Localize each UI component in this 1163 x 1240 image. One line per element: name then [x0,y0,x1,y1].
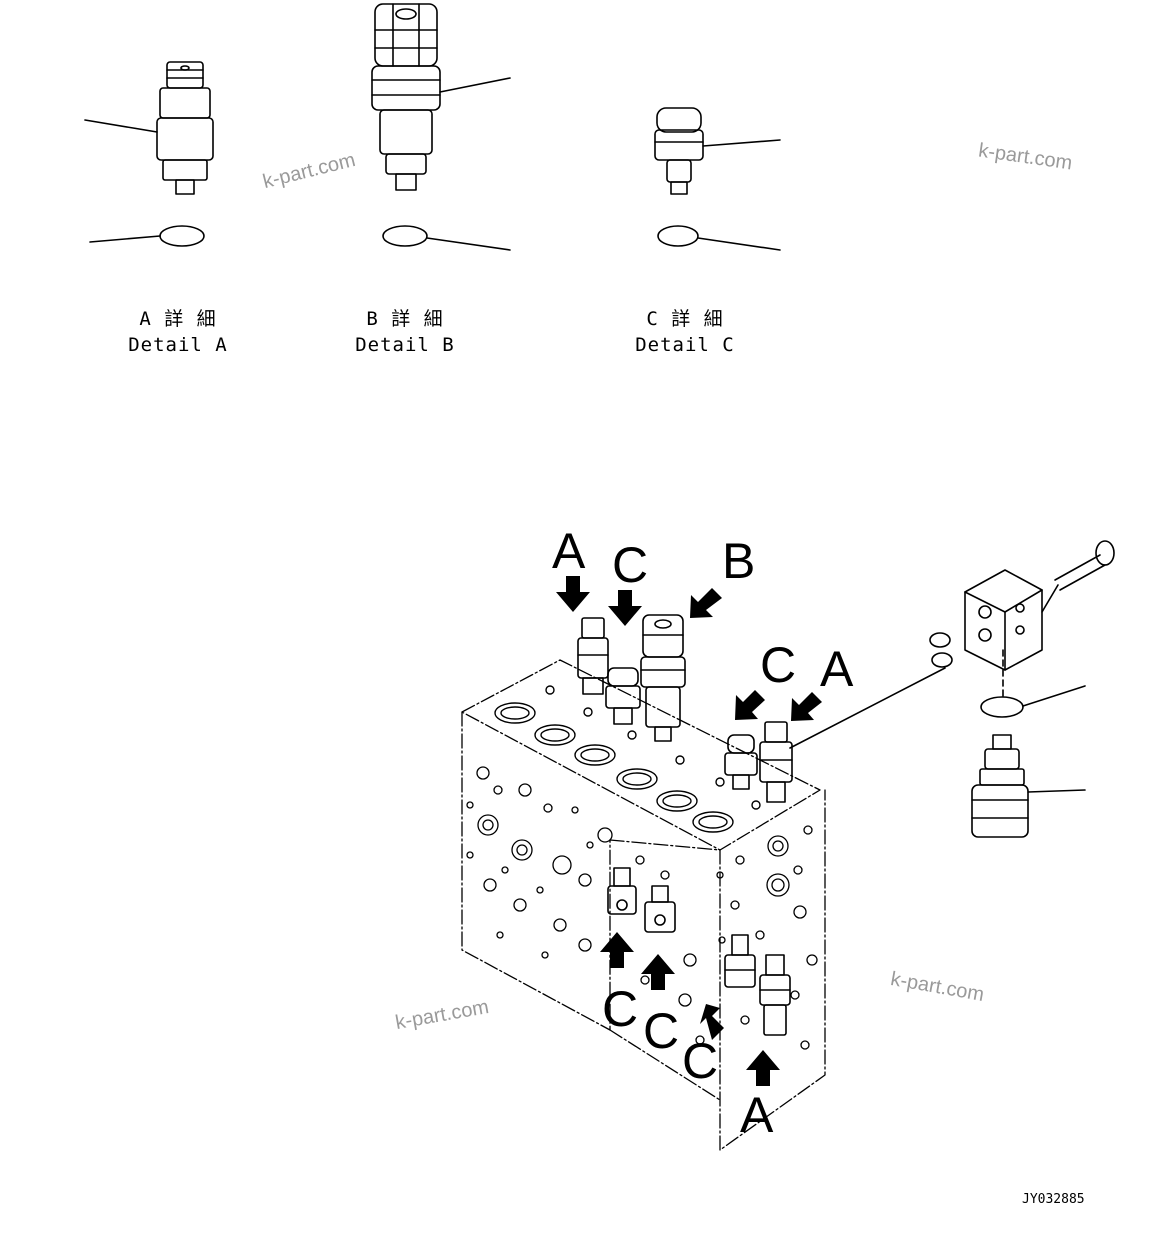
mounting-bolt [1041,540,1115,613]
block-plug-c-top [605,667,641,725]
flange-oring-1 [929,632,951,648]
block-valve-a-right [759,721,793,803]
arrow-c-top [608,590,642,626]
detail-b-label: B 詳 細 Detail B [345,306,465,358]
block-plug-c-side-3 [724,934,756,988]
leader-cartridge-oring [1022,685,1086,707]
detail-c-label: C 詳 細 Detail C [625,306,745,358]
arrow-a-low [746,1050,780,1086]
callout-c-low-2: C [643,1003,680,1059]
block-plug-c-side-2 [644,885,676,933]
cartridge-oring [980,696,1024,718]
detail-a-label: A 詳 細 Detail A [118,306,238,358]
detail-b-jp: B 詳 細 [366,308,444,330]
detail-b-valve [371,3,441,191]
arrows [556,576,822,1086]
block-plug-c-side-1 [607,867,637,915]
callout-a-top: A [552,523,586,579]
arrow-c-low-2 [641,954,675,990]
callout-c-low-3: C [682,1033,719,1089]
callout-c-top: C [612,537,649,593]
callout-a-mid: A [820,641,854,697]
detail-b-oring [382,225,428,247]
block-valve-a-top [577,617,609,695]
detail-a-en: Detail A [128,334,228,356]
detail-a-oring [159,225,205,247]
detail-c-en: Detail C [635,334,735,356]
arrow-c-mid [735,690,765,720]
callout-b-top: B [722,533,756,589]
detail-c-oring [657,225,699,247]
callout-c-mid: C [760,637,797,693]
detail-b-en: Detail B [355,334,455,356]
callout-c-low-1: C [602,981,639,1037]
arrow-c-low-3 [700,1004,724,1040]
arrow-b-top [690,588,722,618]
flange-plate [964,569,1043,671]
block-valve-a-side [759,954,791,1036]
block-plug-c-right [724,734,758,790]
valve-block [461,659,826,1151]
detail-c-jp: C 詳 細 [646,308,724,330]
leader-block-a [789,667,946,749]
detail-c-plug [654,107,704,195]
right-face-ports [716,825,818,1050]
drawing-code: JY032885 [1022,1192,1085,1207]
top-face-ports [494,685,761,833]
leader-a-oring [89,235,161,243]
leader-c-oring [697,237,781,251]
flange-oring-2 [931,652,953,668]
arrow-a-top [556,576,590,612]
leader-c-plug [702,139,781,147]
left-face-ports [466,766,705,1045]
callout-a-low: A [740,1087,774,1143]
detail-a-jp: A 詳 細 [139,308,217,330]
leader-cartridge [1027,789,1086,793]
block-valve-b-top [640,614,686,742]
relief-cartridge [971,734,1029,838]
leader-b-oring [426,237,511,251]
detail-a-valve [156,61,214,195]
arrow-c-low-1 [600,932,634,968]
leader-b-valve [439,77,511,93]
arrow-a-mid [791,692,822,721]
leader-a-valve [84,119,158,133]
